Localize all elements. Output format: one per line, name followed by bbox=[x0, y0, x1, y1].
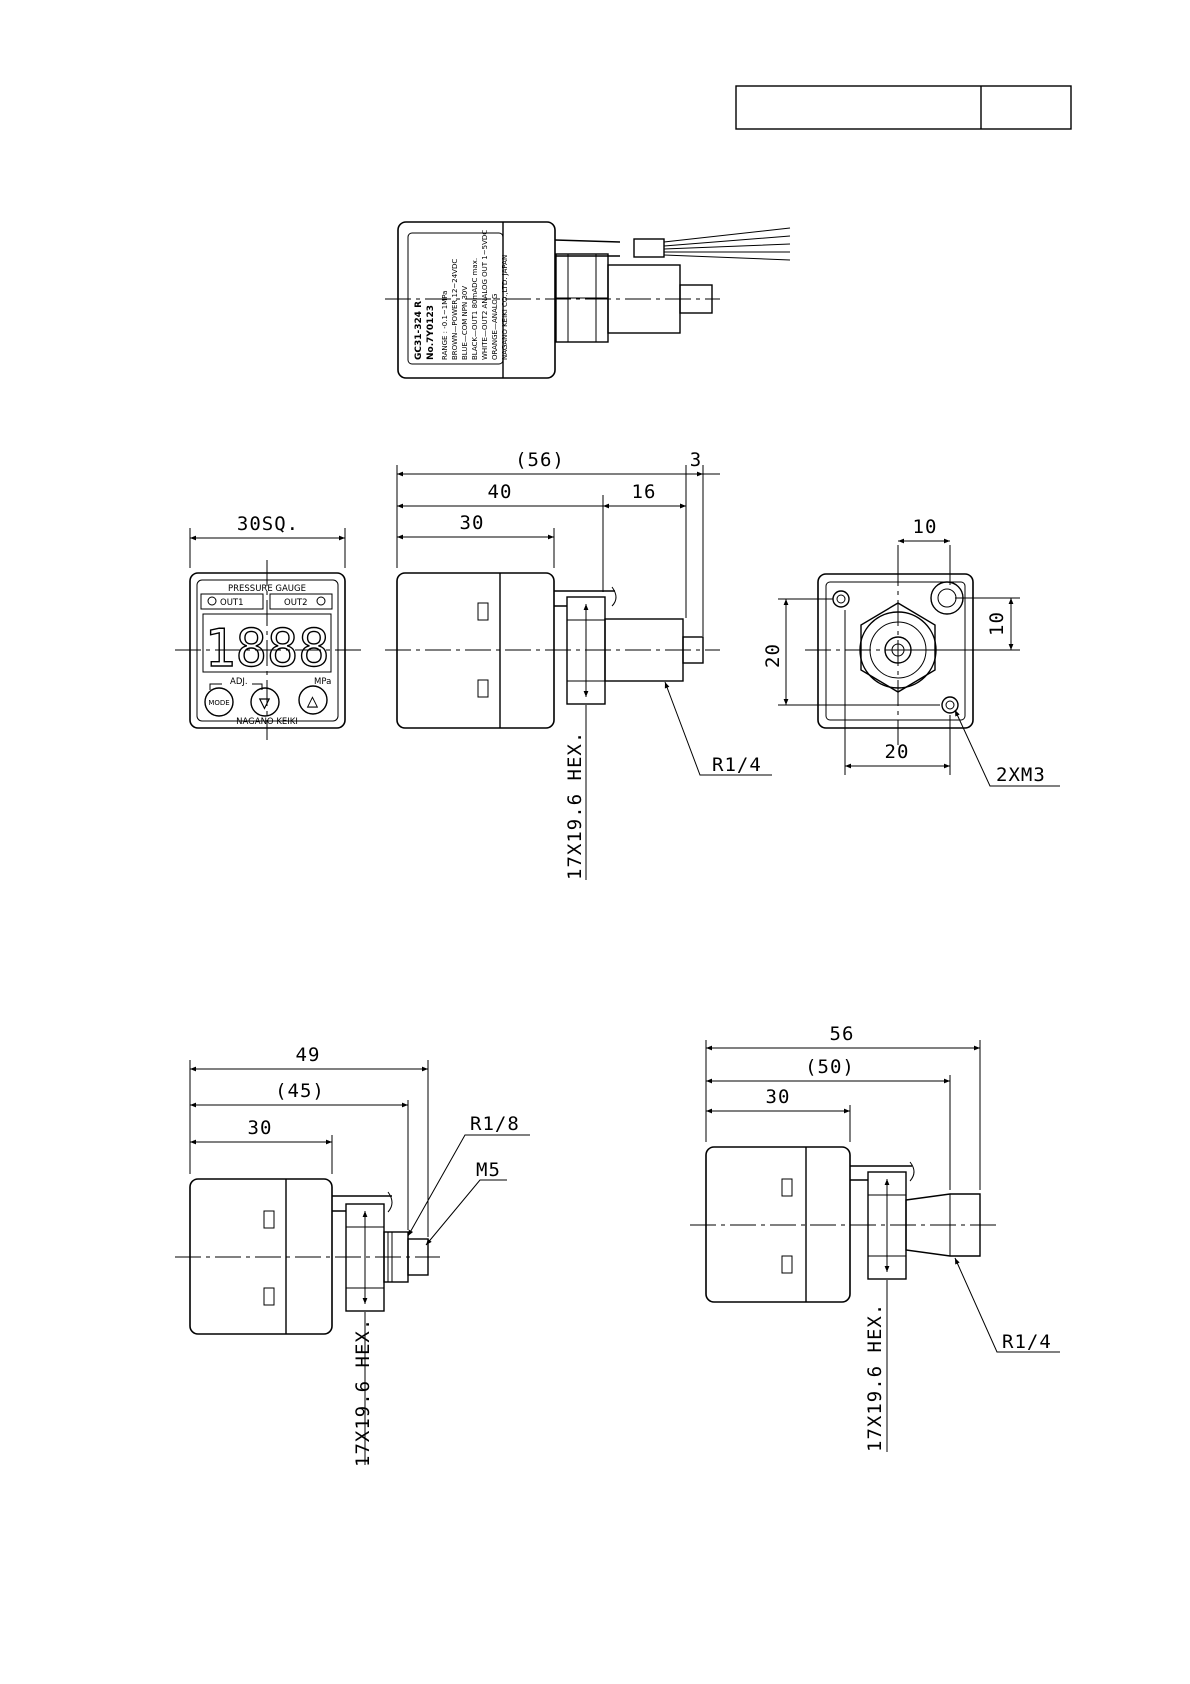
dim-side-hex: 17X19.6 HEX. bbox=[564, 731, 586, 880]
dim-rear-screws: 2XM3 bbox=[996, 764, 1046, 786]
dim-side-40: 40 bbox=[488, 481, 513, 503]
top-label-line-1: GC31-324 R bbox=[414, 301, 424, 360]
mode-button-icon bbox=[204, 687, 234, 717]
dim-rear-10-top: 10 bbox=[913, 516, 938, 538]
dim-br-hex: 17X19.6 HEX. bbox=[864, 1303, 886, 1452]
dim-br-thread: R1/4 bbox=[1002, 1331, 1052, 1353]
up-button-label: △ bbox=[307, 690, 319, 712]
bottom-right-view: 56 (50) 30 17X19.6 HEX. R1/4 bbox=[690, 1023, 1060, 1452]
out2-label: OUT2 bbox=[284, 598, 308, 608]
top-label-line-3: RANGE : -0.1~1MPa bbox=[441, 291, 449, 360]
bottom-left-view: 49 (45) 30 R1/8 M5 17X19.6 HEX. bbox=[175, 1044, 530, 1467]
mode-button-label: MODE bbox=[208, 699, 229, 707]
dim-bl-hex: 17X19.6 HEX. bbox=[352, 1318, 374, 1467]
dim-bl-r18: R1/8 bbox=[470, 1113, 520, 1135]
top-label-line-2: No.7Y0123 bbox=[426, 305, 436, 360]
top-label-line-4: BROWN—POWER 12~24VDC bbox=[451, 259, 459, 360]
top-label-line-8: ORANGE—ANALOG bbox=[491, 294, 499, 360]
side-view: (56) 3 40 16 30 17X19.6 HEX. R1/4 bbox=[385, 449, 772, 880]
screw-hole-icon-2 bbox=[941, 696, 959, 714]
unit-label: MPa bbox=[314, 677, 331, 687]
dim-rear-20-bottom: 20 bbox=[885, 741, 910, 763]
front-view: PRESSURE GAUGE OUT1 OUT2 1888 ADJ. MPa M… bbox=[175, 513, 362, 740]
top-label-line-9: NAGANO KEIKI CO.,LTD. JAPAN bbox=[501, 255, 509, 360]
dim-bl-m5: M5 bbox=[476, 1159, 501, 1181]
dim-rear-10-right: 10 bbox=[986, 611, 1008, 636]
screw-hole-icon bbox=[832, 590, 850, 608]
dim-side-16: 16 bbox=[632, 481, 657, 503]
dim-br-30: 30 bbox=[766, 1086, 791, 1108]
title-block bbox=[735, 85, 1072, 130]
adj-label: ADJ. bbox=[230, 677, 248, 687]
top-view: GC31-324 R No.7Y0123 RANGE : -0.1~1MPa B… bbox=[385, 221, 791, 379]
top-label-line-7: WHITE—OUT2 ANALOG OUT 1~5VDC bbox=[481, 230, 489, 360]
out1-label: OUT1 bbox=[220, 598, 244, 608]
down-button-icon bbox=[250, 687, 280, 717]
dim-side-3: 3 bbox=[690, 449, 702, 471]
dim-side-30: 30 bbox=[460, 512, 485, 534]
down-button-label: ▽ bbox=[259, 692, 271, 714]
dim-front-width: 30SQ. bbox=[237, 513, 299, 535]
out2-led-icon bbox=[316, 596, 326, 606]
rear-view: 10 10 20 20 2XM3 bbox=[762, 516, 1060, 787]
dim-side-thread: R1/4 bbox=[712, 754, 762, 776]
dim-bl-49: 49 bbox=[296, 1044, 321, 1066]
front-title: PRESSURE GAUGE bbox=[228, 584, 306, 594]
dim-side-overall: (56) bbox=[515, 449, 565, 471]
top-label-line-6: BLACK—OUT1 80mADC max. bbox=[471, 258, 479, 360]
up-button-icon bbox=[298, 685, 328, 715]
dim-br-56: 56 bbox=[830, 1023, 855, 1045]
dim-rear-20-left: 20 bbox=[762, 643, 784, 668]
out1-led-icon bbox=[207, 596, 217, 606]
top-label-line-5: BLUE—COM NPN 30V bbox=[461, 286, 469, 360]
dim-br-50: (50) bbox=[805, 1056, 855, 1078]
dim-bl-30: 30 bbox=[248, 1117, 273, 1139]
dim-bl-45: (45) bbox=[275, 1080, 325, 1102]
